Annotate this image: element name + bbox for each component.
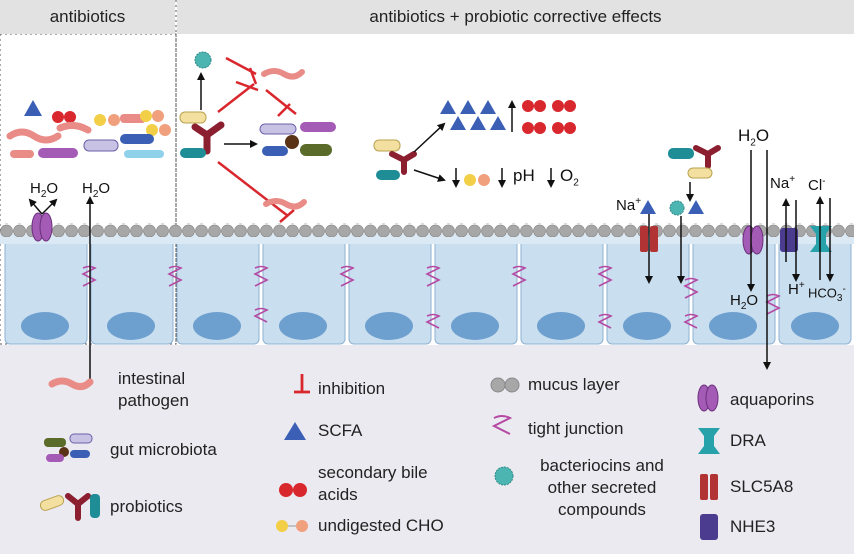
microbiota-icon [44,433,93,462]
legend-microbiota: gut microbiota [110,440,217,459]
legend-nhe3: NHE3 [730,517,776,536]
epithelium [0,234,854,345]
slc5a8-icon [700,474,718,500]
legend-bile-acids: secondary bile acids [318,463,428,504]
legend-tight-junction: tight junction [528,419,624,438]
metabolite-effects [373,100,576,188]
bicarbonate-label: HCO3- [808,284,846,304]
header-antibiotics: antibiotics [0,0,175,34]
water-label-left-a: H2O [30,180,59,200]
ph-label: pH [513,166,535,185]
left-microbes [6,100,171,158]
legend-mucus: mucus layer [528,375,620,394]
legend-cho: undigested CHO [318,516,444,535]
dra-icon [698,428,720,454]
legend-probiotics: probiotics [110,497,183,516]
inhibition-icon [294,374,310,394]
aquaporin-icon [697,384,719,412]
chloride-label: Cl- [808,176,826,194]
legend-pathogen: intestinal pathogen [118,369,189,410]
water-label-top: H2O [738,126,770,149]
probiotics-icon [39,493,100,521]
scfa-icon [284,422,306,440]
legend-inhibition: inhibition [318,379,386,398]
legend-icons [39,374,720,540]
nhe3-icon [700,514,718,540]
pathogen-icon [48,377,94,391]
legend-bacteriocins: bacteriocins and other secreted compound… [540,456,664,519]
left-aquaporin [28,196,94,380]
header-probiotic-effects: antibiotics + probiotic corrective effec… [177,0,854,34]
tight-junction-icon [491,415,513,435]
sodium-label-slc: Na+ [616,196,642,214]
sodium-label-nhe3: Na+ [770,174,796,192]
bacteriocin-icon [494,466,514,486]
legend-aquaporins: aquaporins [730,390,815,409]
proton-label: H+ [788,280,805,298]
transporters [640,145,834,370]
legend-dra: DRA [730,431,766,450]
tight-junctions [81,265,781,329]
legend-scfa: SCFA [318,421,363,440]
legend-slc5a8: SLC5A8 [730,477,794,496]
water-label-bottom: H2O [730,292,759,312]
mucus-layer [0,223,854,237]
o2-label: O2 [560,166,579,189]
probiotic-interactions [179,51,336,223]
cho-icon [276,520,308,532]
mucus-icon [490,377,520,393]
bile-acid-icon [279,483,307,497]
water-label-left-b: H2O [82,180,111,200]
